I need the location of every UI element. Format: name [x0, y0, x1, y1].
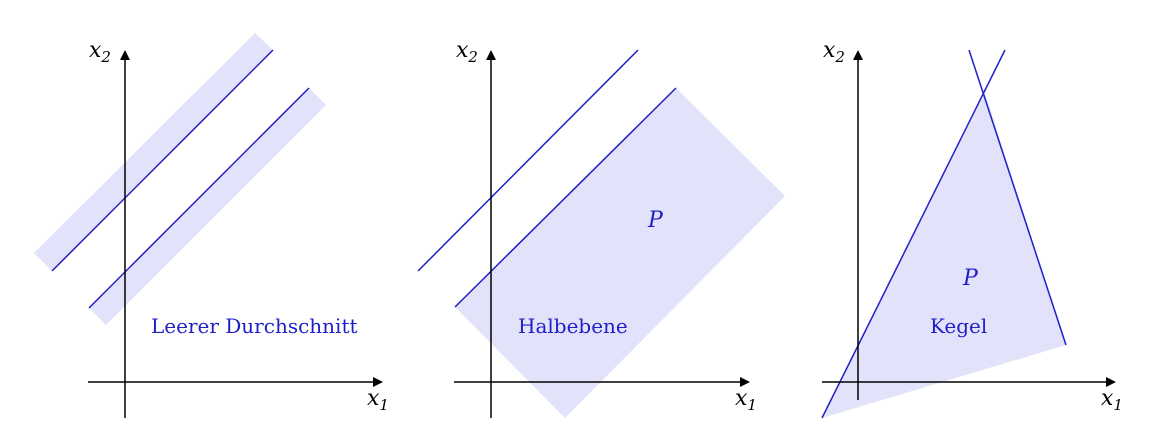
half-plane-strip-lower	[89, 88, 326, 325]
constraint-line-2	[968, 49, 1067, 346]
constraint-line-1	[821, 49, 1006, 419]
constraint-line-1	[51, 49, 274, 272]
x2-axis-label: x2	[89, 38, 111, 66]
x1-axis-arrow	[373, 377, 383, 387]
x1-axis-label: x1	[367, 386, 389, 414]
region-label: P	[647, 208, 664, 233]
x1-axis-arrow	[1106, 377, 1116, 387]
region-label: P	[962, 266, 979, 291]
constraint-line-1	[417, 49, 639, 272]
panel-caption: Leerer Durchschnitt	[151, 314, 358, 338]
x2-axis-label: x2	[823, 38, 845, 66]
feasible-region	[455, 88, 785, 418]
x1-axis-arrow	[740, 377, 750, 387]
feasible-region	[822, 93, 1066, 418]
constraint-line-2	[454, 87, 677, 308]
x2-axis-arrow	[120, 50, 130, 60]
panel-cone: x2 x1 P Kegel	[821, 38, 1123, 419]
x2-axis-label: x2	[456, 38, 478, 66]
panel-half-plane: x2 x1 P Halbebene	[417, 38, 785, 418]
half-plane-strip-upper	[34, 33, 273, 271]
x1-axis-label: x1	[1101, 386, 1123, 414]
x2-axis-arrow	[486, 50, 496, 60]
panel-caption: Halbebene	[518, 314, 628, 338]
panel-caption: Kegel	[930, 314, 987, 338]
x2-axis-arrow	[853, 50, 863, 60]
x1-axis-label: x1	[735, 386, 757, 414]
panel-empty-intersection: x2 x1 Leerer Durchschnitt	[34, 33, 389, 418]
